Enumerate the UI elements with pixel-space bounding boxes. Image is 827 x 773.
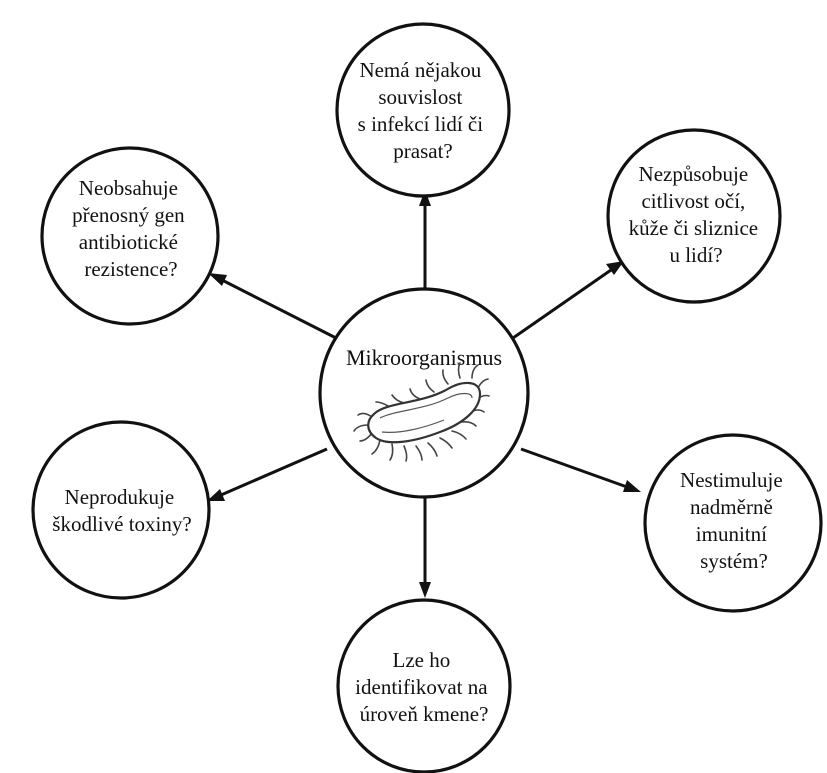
node-top: Nemá nějakou souvislost s infekcí lidí č… [335, 22, 511, 198]
arrows [207, 190, 641, 598]
arrow-to-lower-left [207, 447, 328, 501]
node-lower-left: Neprodukuje škodlivé toxiny? [31, 420, 211, 600]
center-label: Mikroorganismus [346, 345, 502, 370]
node-bottom: Lze ho identifikovat na úroveň kmene? [336, 598, 512, 773]
arrow-to-upper-left [208, 273, 337, 340]
arrow-to-bottom [419, 491, 431, 598]
node-center: Mikroorganismus [318, 287, 530, 499]
node-upper-right: Nezpůsobuje citlivost očí, kůže či slizn… [606, 128, 782, 304]
arrow-to-lower-right [520, 447, 641, 492]
arrow-to-top [419, 190, 431, 296]
node-upper-left: Neobsahuje přenosný gen antibiotické rez… [40, 146, 220, 326]
node-upper-left-text: Neobsahuje přenosný gen antibiotické rez… [72, 176, 190, 281]
node-lower-right: Nestimuluje nadměrně imunitní systém? [643, 433, 823, 613]
node-upper-right-text: Nezpůsobuje citlivost očí, kůže či slizn… [629, 162, 764, 267]
node-lower-right-text: Nestimuluje nadměrně imunitní systém? [680, 468, 788, 573]
bacterium-icon [353, 362, 490, 462]
node-top-text: Nemá nějakou souvislost s infekcí lidí č… [358, 58, 489, 163]
node-lower-left-text: Neprodukuje škodlivé toxiny? [52, 485, 191, 536]
node-bottom-text: Lze ho identifikovat na úroveň kmene? [355, 648, 493, 726]
arrow-to-upper-right [512, 261, 624, 340]
